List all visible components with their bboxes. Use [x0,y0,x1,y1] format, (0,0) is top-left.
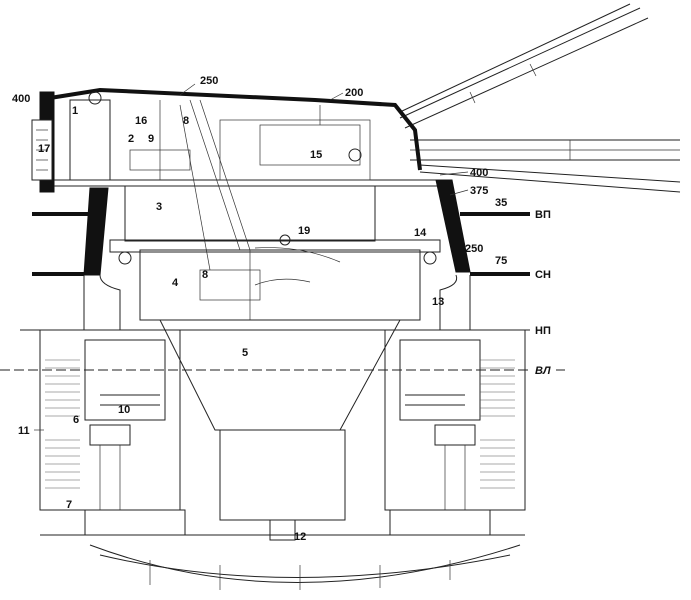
level-label-sn: СН [535,269,551,281]
armor-label-375: 375 [470,185,488,197]
callout-15: 15 [310,149,322,161]
callout-8-lower: 8 [202,269,208,281]
callout-13: 13 [432,296,444,308]
callout-5: 5 [242,347,248,359]
callout-1: 1 [72,105,78,117]
callout-12: 12 [294,531,306,543]
callout-2: 2 [128,133,134,145]
armor-label-200-roof: 200 [345,87,363,99]
callout-6: 6 [73,414,79,426]
callout-14: 14 [414,227,427,239]
callout-7: 7 [66,499,72,511]
armor-thickness-labels: 400 250 200 400 375 35 250 75 [12,75,507,267]
armor-label-250-barbette: 250 [465,243,483,255]
callout-3: 3 [156,201,162,213]
callout-8-upper: 8 [183,115,189,127]
deck-level-labels: ВП СН НП ВЛ [535,209,565,377]
component-callouts: 1 2 3 4 5 6 7 8 8 9 10 11 12 13 14 15 16… [18,105,444,543]
armor-label-35: 35 [495,197,507,209]
armor-label-75: 75 [495,255,507,267]
callout-4: 4 [172,277,179,289]
callout-10: 10 [118,404,130,416]
callout-9: 9 [148,133,154,145]
level-label-np: НП [535,325,551,337]
magazines [0,329,530,511]
callout-17: 17 [38,143,50,155]
armor-label-400-rear: 400 [470,167,488,179]
callout-16: 16 [135,115,147,127]
barbette [32,179,530,331]
gun-barrels [399,3,681,193]
hull-bottom [40,509,525,590]
level-label-vp: ВП [535,209,551,221]
armor-label-250-roof: 250 [200,75,218,87]
armor-label-400-front: 400 [12,93,30,105]
callout-11: 11 [18,425,30,437]
level-label-vl: ВЛ [535,365,551,377]
callout-19: 19 [298,225,310,237]
